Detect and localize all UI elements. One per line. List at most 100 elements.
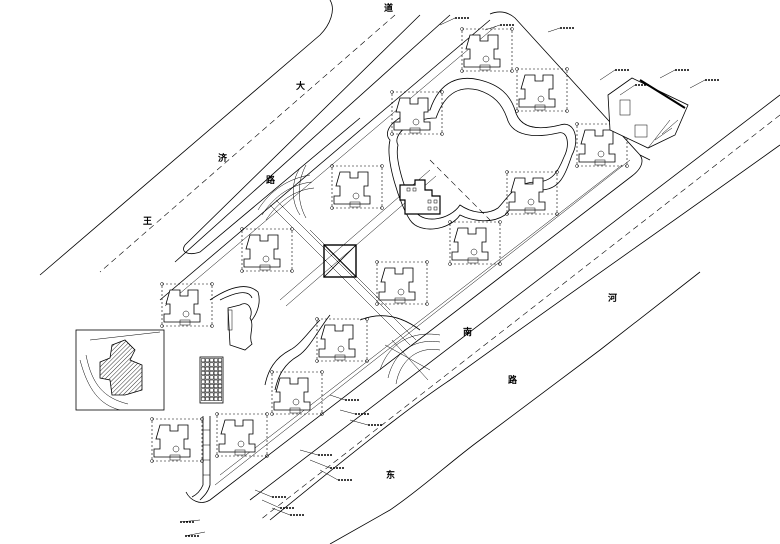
callout [439,17,469,26]
tree-symbol [215,412,219,416]
tree-symbol [575,164,579,168]
parking-stall [209,366,214,371]
parking-stall [213,358,218,363]
callout [299,449,332,456]
residential-building [330,164,384,210]
parking-stall [213,388,218,393]
callout [319,469,352,481]
road-label-upper-4: 路 [266,174,276,186]
tree-symbol [215,454,219,458]
tree-symbol [510,69,514,73]
callout [659,69,689,79]
tree-symbol [575,122,579,126]
parking-stall [201,379,206,384]
clubhouse [399,179,441,215]
residential-building [215,412,269,458]
tree-symbol [315,317,319,321]
parking-stall [213,366,218,371]
parking-stall [209,392,214,397]
tree-symbol [510,27,514,31]
tree-symbol [425,260,429,264]
tree-symbol [498,220,502,224]
tree-symbol [160,324,164,328]
parking-stall [213,384,218,388]
tree-symbol [160,282,164,286]
central-square [323,244,357,278]
parking-grid [199,356,224,404]
tree-symbol [265,454,269,458]
parking-stall [218,366,222,371]
tree-symbol [200,459,204,463]
residential-building [240,227,294,273]
tree-symbol [375,302,379,306]
callout [254,489,286,498]
parking-stall [205,371,210,376]
parking-stall [201,388,206,393]
residential-building [448,220,502,266]
tree-symbol [460,69,464,73]
parking-stall [201,371,206,376]
parking-stall [201,396,206,401]
road-label-upper-1: 道 [384,2,393,14]
tree-symbol [330,164,334,168]
tree-symbol [625,164,629,168]
callout [271,507,304,516]
tree-symbol [265,412,269,416]
parking-stall [201,384,206,388]
parking-stall [209,371,214,376]
parking-stall [213,392,218,397]
parking-stall [201,358,206,363]
parking-stall [205,392,210,397]
tree-symbol [290,269,294,273]
callout [179,519,201,523]
parking-stall [218,362,222,367]
residential-buildings [150,27,629,463]
callout [261,499,294,509]
parking-stall [218,388,222,393]
tree-symbol [498,262,502,266]
tree-symbol [505,212,509,216]
entrance-plaza-north [257,164,315,221]
inset-detail-plan [75,329,165,411]
parking-stall [205,388,210,393]
parking-stall [213,362,218,367]
road-label-lower-4: 东 [386,469,395,481]
residential-building [505,170,559,216]
callout [349,419,382,426]
callout [599,69,629,81]
parking-stall [205,362,210,367]
residential-building [160,282,214,328]
tree-symbol [150,459,154,463]
callout [329,394,359,401]
residential-building [375,260,429,306]
tree-symbol [515,67,519,71]
tree-symbol [505,170,509,174]
parking-stall [205,384,210,388]
tree-symbol [240,269,244,273]
callout [309,459,344,469]
tree-symbol [440,90,444,94]
tree-symbol [555,170,559,174]
parking-stall [209,396,214,401]
tree-symbol [210,282,214,286]
callout [184,531,206,537]
tree-symbol [375,260,379,264]
road-label-upper-2: 大 [296,80,305,92]
tree-symbol [290,227,294,231]
tree-symbol [200,417,204,421]
parking-stall [218,358,222,363]
parking-stall [201,375,206,380]
callout [484,24,514,31]
road-labels: 道 大 济 路 王 河 南 路 东 [143,2,617,481]
tree-symbol [565,109,569,113]
parking-stall [201,392,206,397]
tree-symbol [150,417,154,421]
parking-stall [218,371,222,376]
residential-building [315,317,369,363]
tree-symbol [365,317,369,321]
parking-stall [205,358,210,363]
tree-symbol [240,227,244,231]
parking-stall [209,375,214,380]
road-label-lower-3: 路 [508,374,518,386]
